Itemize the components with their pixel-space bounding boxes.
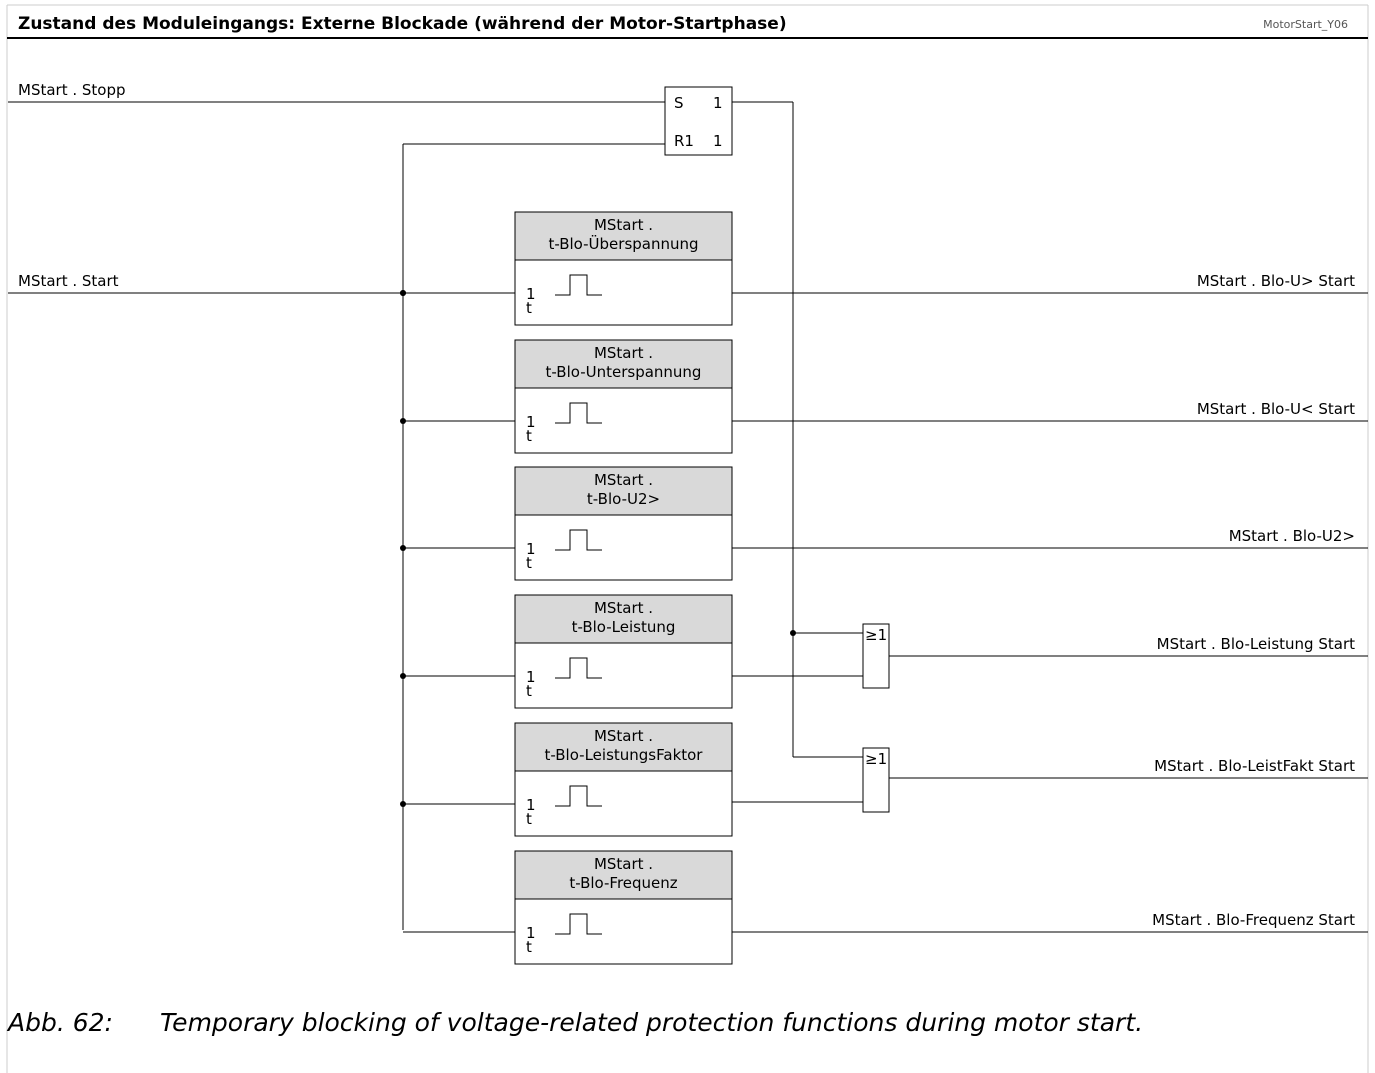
timer-t-label: t xyxy=(526,554,532,572)
timer-header-line2: t-Blo-Unterspannung xyxy=(546,363,702,381)
timer-header xyxy=(514,722,733,772)
junction-dot xyxy=(400,290,406,296)
output-label: MStart . Blo-Frequenz Start xyxy=(1152,911,1355,929)
pulse-icon xyxy=(555,402,602,424)
or-gate-2 xyxy=(862,747,890,813)
junction-dot xyxy=(790,630,796,636)
timer-input-label: 1 xyxy=(526,796,536,814)
input-label-stop: MStart . Stopp xyxy=(18,81,126,99)
pulse-icon xyxy=(555,529,602,551)
pulse-icon xyxy=(555,913,602,935)
output-label: MStart . Blo-Leistung Start xyxy=(1157,635,1355,653)
timer-header xyxy=(514,211,733,261)
timer-t-label: t xyxy=(526,299,532,317)
timer-header-line2: t-Blo-Überspannung xyxy=(548,234,698,253)
timer-header-line1: MStart . xyxy=(594,855,653,873)
timer-header-line1: MStart . xyxy=(594,344,653,362)
output-label: MStart . Blo-LeistFakt Start xyxy=(1154,757,1355,775)
timer-input-label: 1 xyxy=(526,540,536,558)
timer-header-line2: t-Blo-LeistungsFaktor xyxy=(545,746,704,764)
timer-header-line2: t-Blo-Frequenz xyxy=(569,874,677,892)
timer-header-line1: MStart . xyxy=(594,216,653,234)
junction-dot xyxy=(400,418,406,424)
output-label: MStart . Blo-U2> xyxy=(1229,527,1355,545)
timer-t-label: t xyxy=(526,427,532,445)
rs-flipflop xyxy=(664,86,733,156)
input-label-start: MStart . Start xyxy=(18,272,119,290)
timer-header xyxy=(514,594,733,644)
junction-dot xyxy=(400,801,406,807)
timer-input-label: 1 xyxy=(526,668,536,686)
timer-t-label: t xyxy=(526,682,532,700)
timer-t-label: t xyxy=(526,810,532,828)
timer-header-line1: MStart . xyxy=(594,727,653,745)
timer-header xyxy=(514,850,733,900)
pulse-icon xyxy=(555,785,602,807)
timer-header-line2: t-Blo-Leistung xyxy=(572,618,676,636)
or-gate-1-label: ≥1 xyxy=(865,626,887,644)
diagram-reference: MotorStart_Y06 xyxy=(1263,18,1348,31)
flipflop-set-label: S xyxy=(674,94,684,112)
junction-dot xyxy=(400,673,406,679)
figure-caption: Abb. 62: Temporary blocking of voltage-re… xyxy=(8,1008,1143,1037)
output-label: MStart . Blo-U> Start xyxy=(1197,272,1355,290)
diagram-title: Zustand des Moduleingangs: Externe Block… xyxy=(18,14,787,34)
timer-header xyxy=(514,339,733,389)
timer-input-label: 1 xyxy=(526,924,536,942)
timer-header-line2: t-Blo-U2> xyxy=(587,490,660,508)
or-gate-1 xyxy=(862,623,890,689)
timer-header-line1: MStart . xyxy=(594,471,653,489)
flipflop-reset-out: 1 xyxy=(713,132,723,150)
output-label: MStart . Blo-U< Start xyxy=(1197,400,1355,418)
caption-number: Abb. 62: xyxy=(8,1008,113,1037)
flipflop-set-out: 1 xyxy=(713,94,723,112)
timer-header-line1: MStart . xyxy=(594,599,653,617)
pulse-icon xyxy=(555,274,602,296)
or-gate-2-label: ≥1 xyxy=(865,750,887,768)
timer-input-label: 1 xyxy=(526,285,536,303)
caption-text: Temporary blocking of voltage-related pr… xyxy=(160,1008,1144,1037)
timer-t-label: t xyxy=(526,938,532,956)
junction-dot xyxy=(400,545,406,551)
timer-header xyxy=(514,466,733,516)
pulse-icon xyxy=(555,657,602,679)
timer-input-label: 1 xyxy=(526,413,536,431)
flipflop-reset-label: R1 xyxy=(674,132,694,150)
